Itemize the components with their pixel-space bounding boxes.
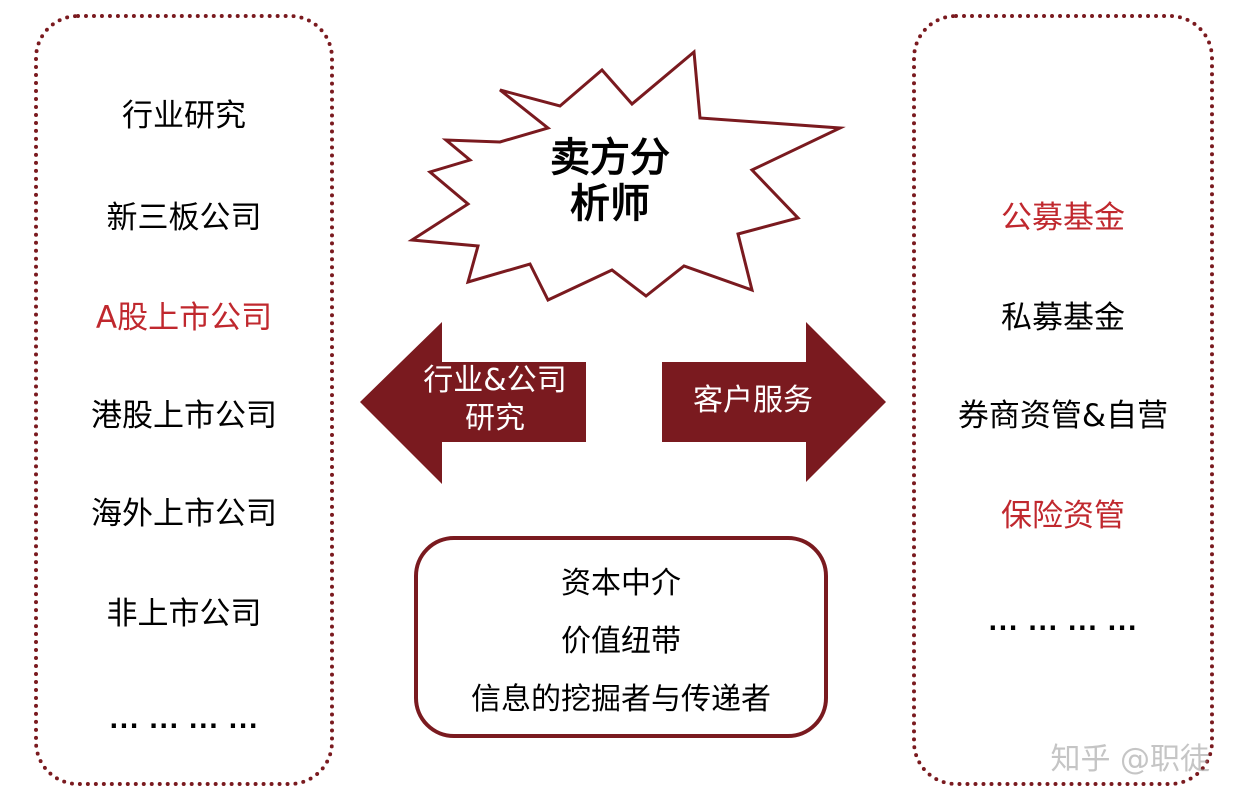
left-item-ellipsis: ... ... ... ... — [109, 706, 259, 734]
center-title-line2: 析师 — [570, 181, 650, 227]
left-item-hk-listed-companies: 港股上市公司 — [91, 398, 277, 434]
right-item-insurance-asset-management: 保险资管 — [1001, 498, 1125, 534]
left-item-neeq-companies: 新三板公司 — [106, 200, 262, 236]
right-arrow-label: 客户服务 — [693, 383, 813, 418]
starburst-shape — [407, 49, 846, 302]
right-panel: 公募基金 私募基金 券商资管&自营 保险资管 ... ... ... ... — [912, 14, 1214, 786]
center-box-line-information-miner: 信息的挖掘者与传递者 — [471, 682, 771, 717]
left-item-industry-research: 行业研究 — [122, 98, 246, 134]
right-item-private-funds: 私募基金 — [1001, 300, 1125, 336]
center-title-line1: 卖方分 — [550, 135, 670, 181]
left-arrow-label-line2: 研究 — [465, 401, 525, 436]
left-item-unlisted-companies: 非上市公司 — [106, 596, 262, 632]
right-item-public-funds: 公募基金 — [1001, 200, 1125, 236]
center-role-box: 资本中介 价值纽带 信息的挖掘者与传递者 — [414, 536, 828, 738]
right-item-broker-asset-management: 券商资管&自营 — [957, 398, 1169, 434]
left-arrow-label-line1: 行业&公司 — [423, 363, 567, 398]
zhihu-watermark: 知乎 @职徒 — [1050, 742, 1210, 777]
center-box-line-capital-intermediary: 资本中介 — [561, 566, 681, 601]
left-arrow-shape — [360, 322, 586, 484]
center-box-line-value-link: 价值纽带 — [561, 624, 681, 659]
left-item-a-share-companies: A股上市公司 — [95, 300, 273, 336]
right-item-ellipsis: ... ... ... ... — [988, 608, 1138, 636]
right-arrow-shape — [662, 322, 886, 482]
left-panel: 行业研究 新三板公司 A股上市公司 港股上市公司 海外上市公司 非上市公司 ..… — [34, 14, 334, 786]
left-item-overseas-listed-companies: 海外上市公司 — [91, 496, 277, 532]
